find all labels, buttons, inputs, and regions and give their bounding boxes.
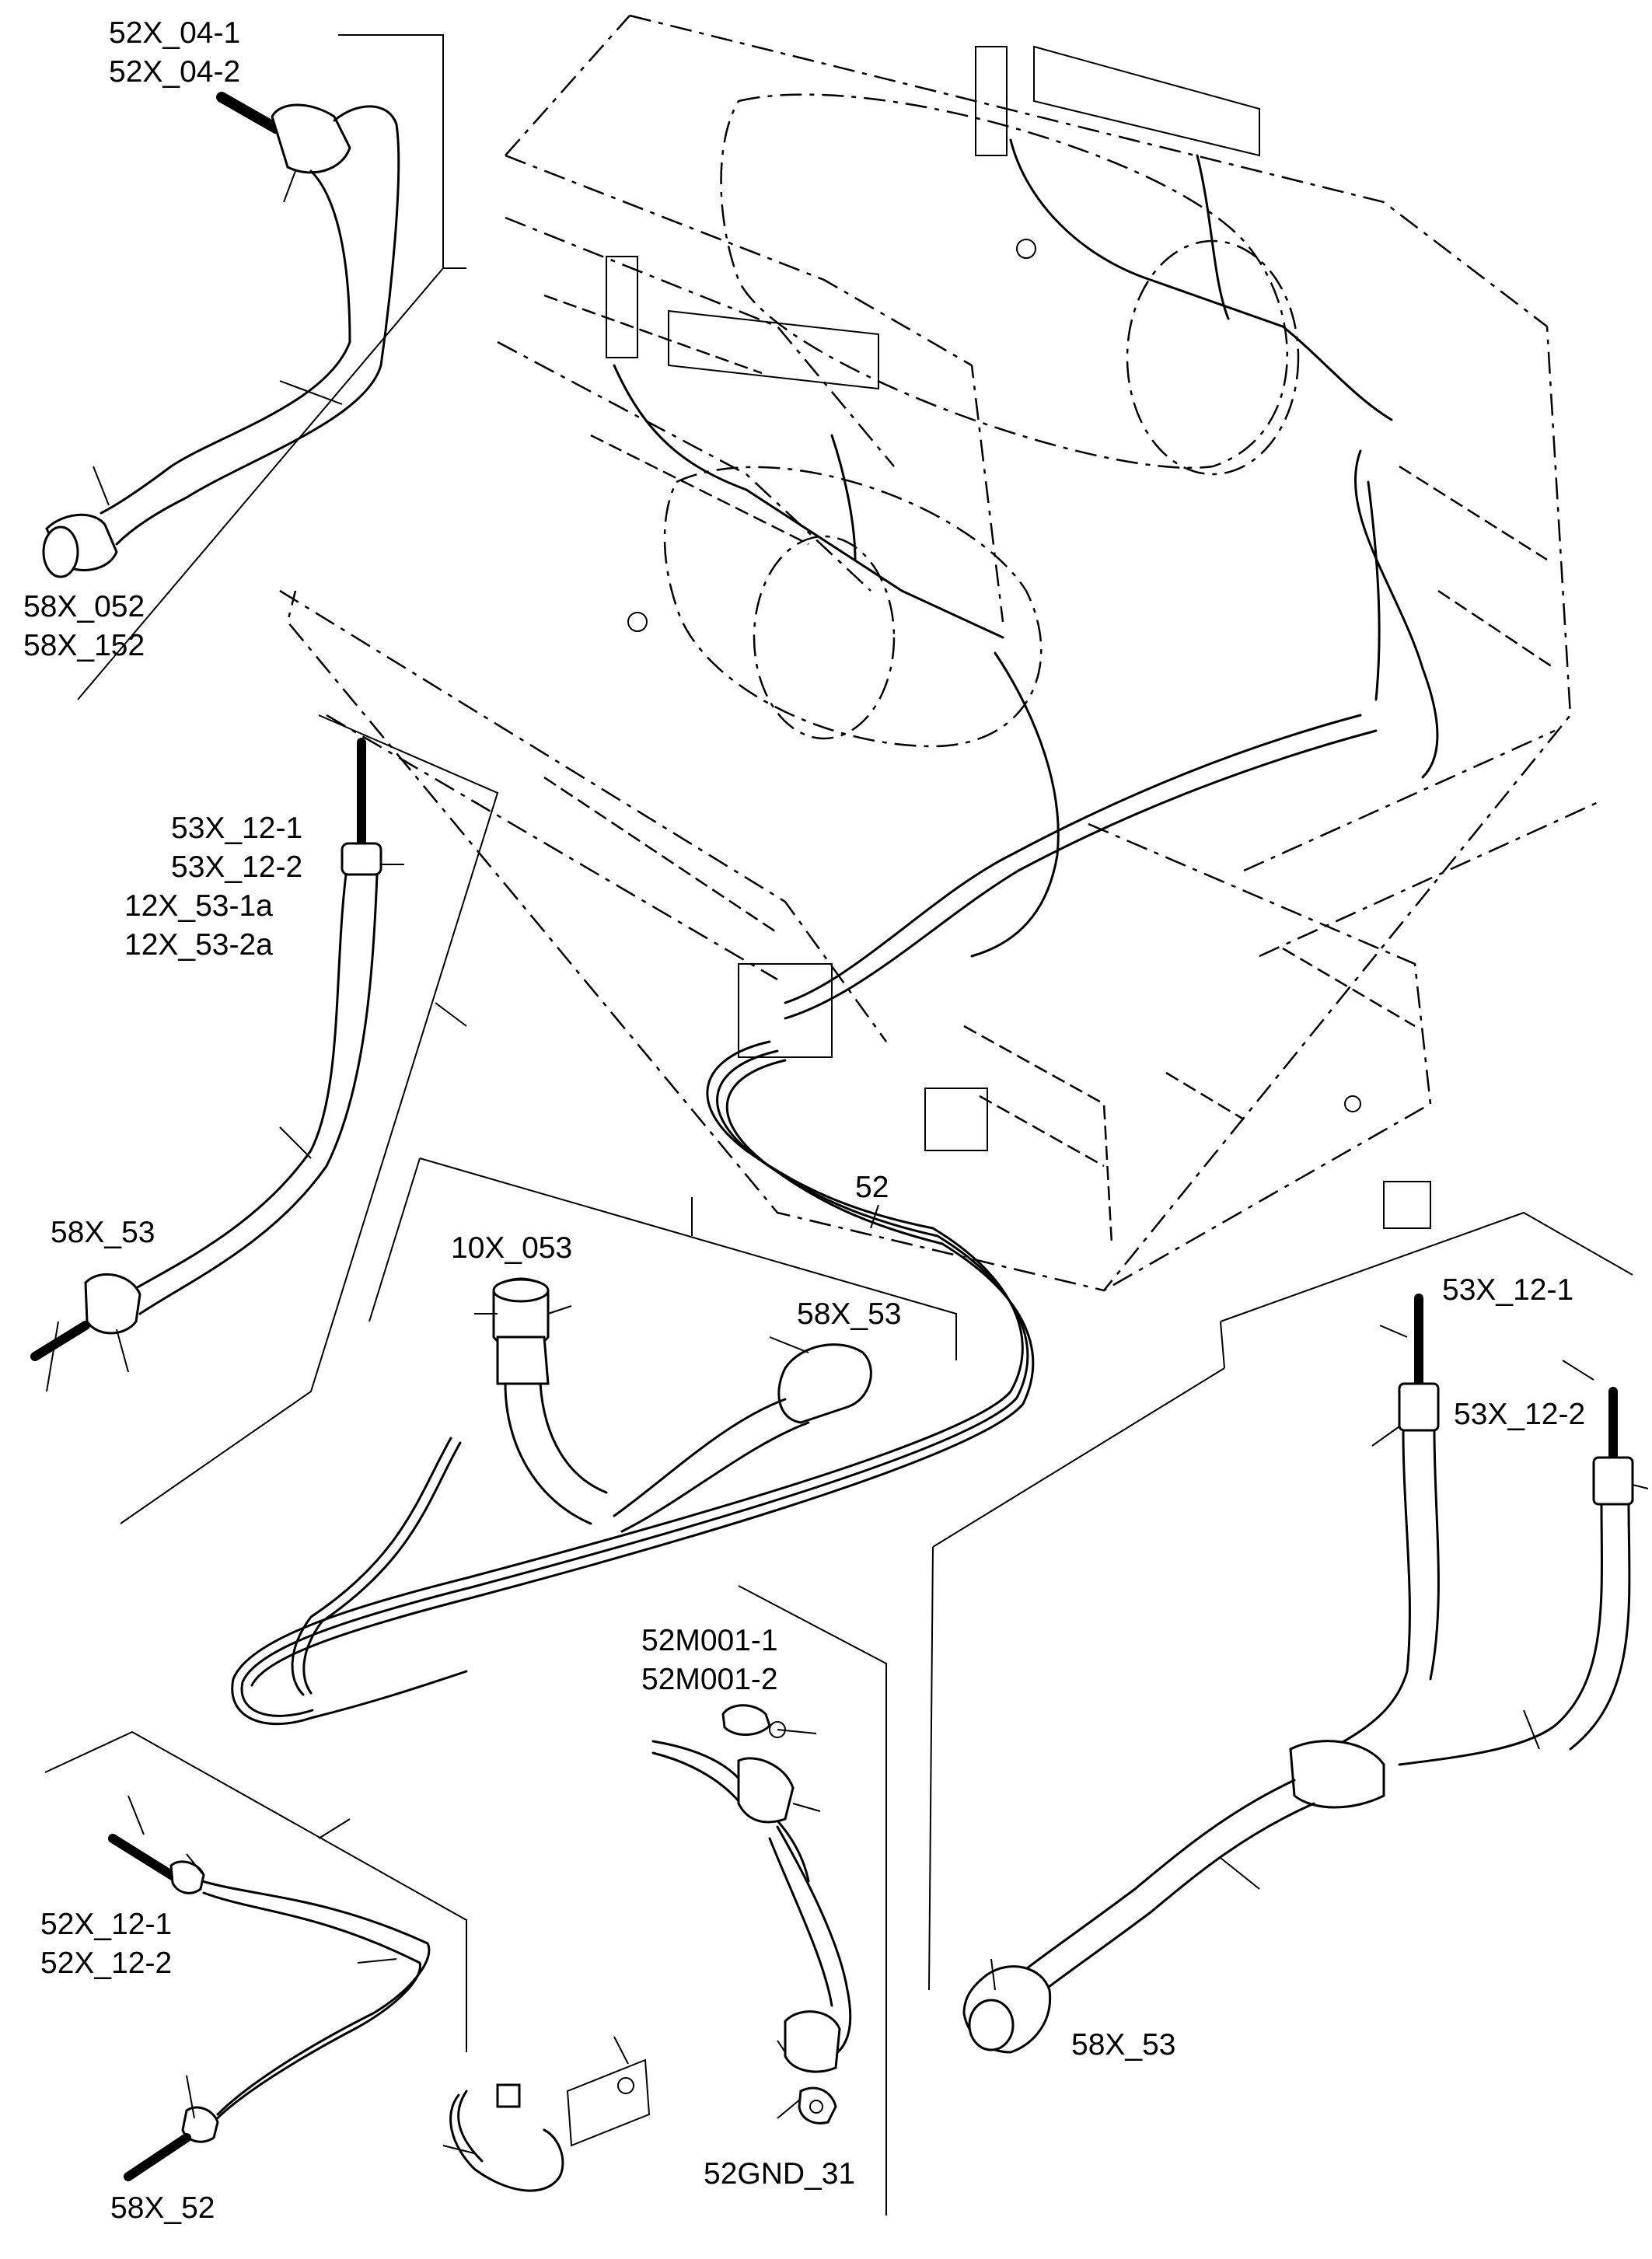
label-52x-12-2: 52X_12-2 (40, 1947, 172, 1980)
label-53x-12-2-left: 53X_12-2 (171, 850, 302, 884)
label-53x-12-1-left: 53X_12-1 (171, 812, 302, 845)
label-53x-12-2-right: 53X_12-2 (1454, 1398, 1585, 1431)
main-harness (613, 138, 1439, 1020)
detail-52m001: 52M001-1 52M001-2 52GND_31 (641, 1585, 887, 2215)
detail-52x-04: 52X_04-1 52X_04-2 58X_052 58X_152 (23, 16, 466, 700)
label-52x-12-1: 52X_12-1 (40, 1908, 172, 1941)
label-58x-52: 58X_52 (110, 2191, 215, 2225)
chassis-frame (279, 14, 1602, 1292)
label-58x-152: 58X_152 (23, 629, 145, 662)
label-52x-04-2: 52X_04-2 (109, 55, 240, 89)
label-52m001-2: 52M001-2 (641, 1663, 778, 1696)
tank-left (663, 466, 1043, 748)
label-12x-53-1a: 12X_53-1a (124, 889, 273, 923)
label-58x-53-right: 58X_53 (1071, 2028, 1175, 2062)
cable-52 (231, 1040, 1035, 1726)
label-52gnd-31: 52GND_31 (704, 2157, 855, 2191)
detail-10x-053: 10X_053 58X_53 52 (368, 1157, 957, 1533)
detail-53x-12-right: 53X_12-1 53X_12-2 58X_53 (928, 1211, 1649, 2062)
label-10x-053: 10X_053 (451, 1231, 572, 1265)
label-52: 52 (855, 1171, 889, 1204)
label-58x-53-left: 58X_53 (51, 1216, 155, 1249)
detail-52x-12: 52X_12-1 52X_12-2 58X_52 (40, 1730, 651, 2225)
label-52x-04-1: 52X_04-1 (109, 16, 240, 50)
detail-53x-12-left: 53X_12-1 53X_12-2 12X_53-1a 12X_53-2a 58… (30, 714, 499, 1524)
mounting-brackets (606, 45, 1431, 1229)
label-58x-052: 58X_052 (23, 590, 145, 623)
tank-right (720, 93, 1300, 476)
label-53x-12-1-right: 53X_12-1 (1442, 1273, 1573, 1307)
label-12x-53-2a: 12X_53-2a (124, 928, 273, 962)
label-52m001-1: 52M001-1 (641, 1624, 778, 1657)
label-58x-53-mid: 58X_53 (797, 1297, 901, 1331)
